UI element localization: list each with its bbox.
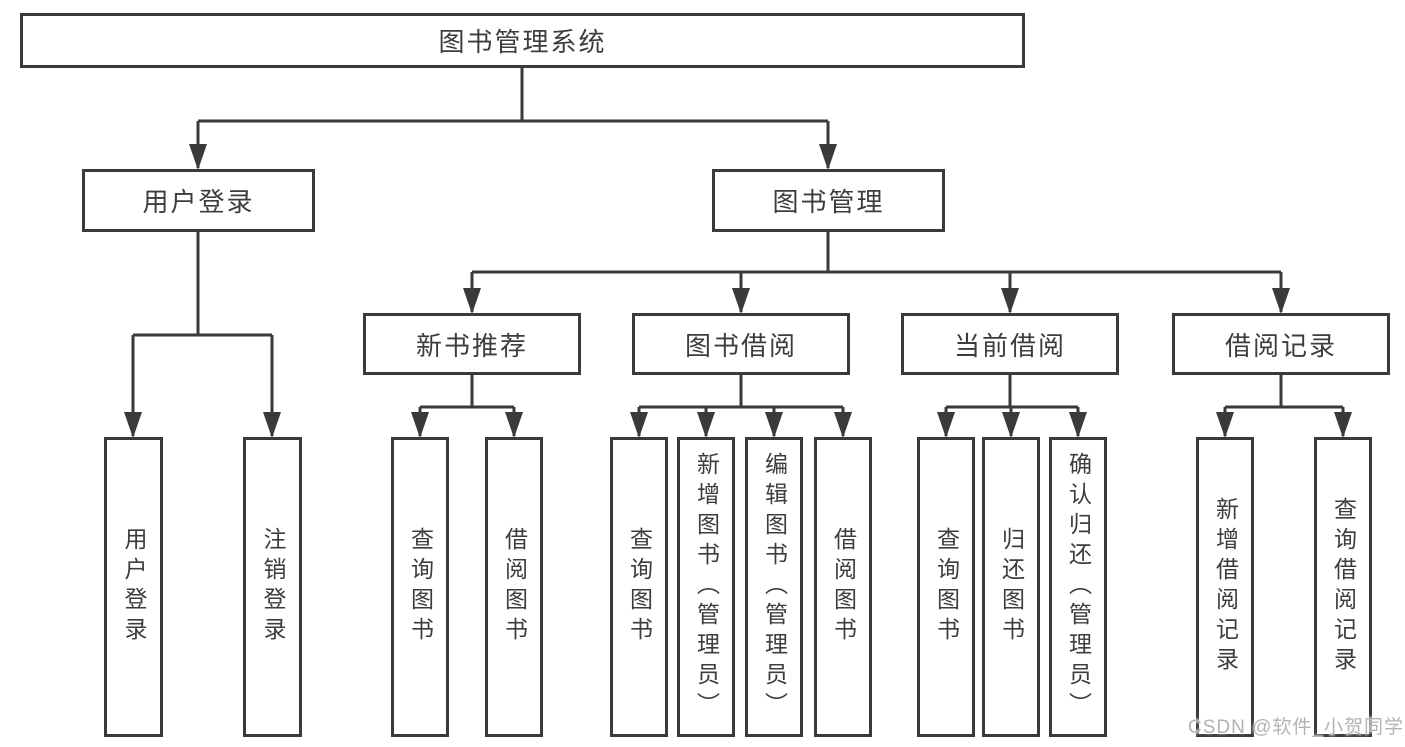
node-borrow-records: 借阅记录	[1172, 313, 1390, 375]
node-label: 用户登录	[121, 527, 147, 647]
node-current-borrow: 当前借阅	[901, 313, 1119, 375]
node-label: 查询图书	[933, 527, 960, 647]
leaf-query-books-borrow: 查询图书	[610, 437, 668, 737]
node-book-borrow: 图书借阅	[632, 313, 850, 375]
leaf-add-borrow-record: 新增借阅记录	[1196, 437, 1254, 737]
node-label: 新书推荐	[415, 330, 528, 361]
leaf-confirm-return-admin: 确认归还（管理员）	[1049, 437, 1107, 737]
node-label: 新增借阅记录	[1212, 497, 1239, 677]
node-label: 当前借阅	[953, 330, 1066, 361]
leaf-borrow-books-recommend: 借阅图书	[485, 437, 543, 737]
leaf-query-books-current: 查询图书	[917, 437, 975, 737]
node-label: 归还图书	[998, 527, 1025, 647]
node-label: 图书借阅	[684, 330, 797, 361]
node-new-book-recommend: 新书推荐	[363, 313, 581, 375]
leaf-edit-book-admin: 编辑图书（管理员）	[745, 437, 803, 737]
node-user-login: 用户登录	[82, 169, 315, 232]
leaf-return-book: 归还图书	[982, 437, 1040, 737]
leaf-query-borrow-record: 查询借阅记录	[1314, 437, 1372, 737]
leaf-borrow-books: 借阅图书	[814, 437, 872, 737]
node-label: 查询图书	[407, 527, 434, 647]
leaf-logout: 注销登录	[243, 437, 302, 737]
node-label: 确认归还（管理员）	[1065, 452, 1092, 722]
node-label: 借阅图书	[501, 527, 528, 647]
node-label: 借阅记录	[1224, 330, 1337, 361]
node-label: 查询借阅记录	[1330, 497, 1357, 677]
node-label: 图书管理系统	[438, 27, 607, 57]
node-root: 图书管理系统	[20, 13, 1025, 68]
node-label: 用户登录	[142, 187, 255, 217]
node-label: 图书管理	[772, 187, 885, 217]
watermark: CSDN @软件_小贺同学	[1188, 717, 1404, 738]
leaf-user-login: 用户登录	[104, 437, 163, 737]
node-label: 注销登录	[260, 527, 286, 647]
node-label: 编辑图书（管理员）	[761, 452, 788, 722]
node-book-management: 图书管理	[712, 169, 945, 232]
node-label: 借阅图书	[830, 527, 857, 647]
leaf-query-books-recommend: 查询图书	[391, 437, 449, 737]
node-label: 查询图书	[626, 527, 653, 647]
leaf-add-book-admin: 新增图书（管理员）	[677, 437, 735, 737]
arrowhead-icons	[124, 144, 1352, 438]
node-label: 新增图书（管理员）	[693, 452, 720, 722]
